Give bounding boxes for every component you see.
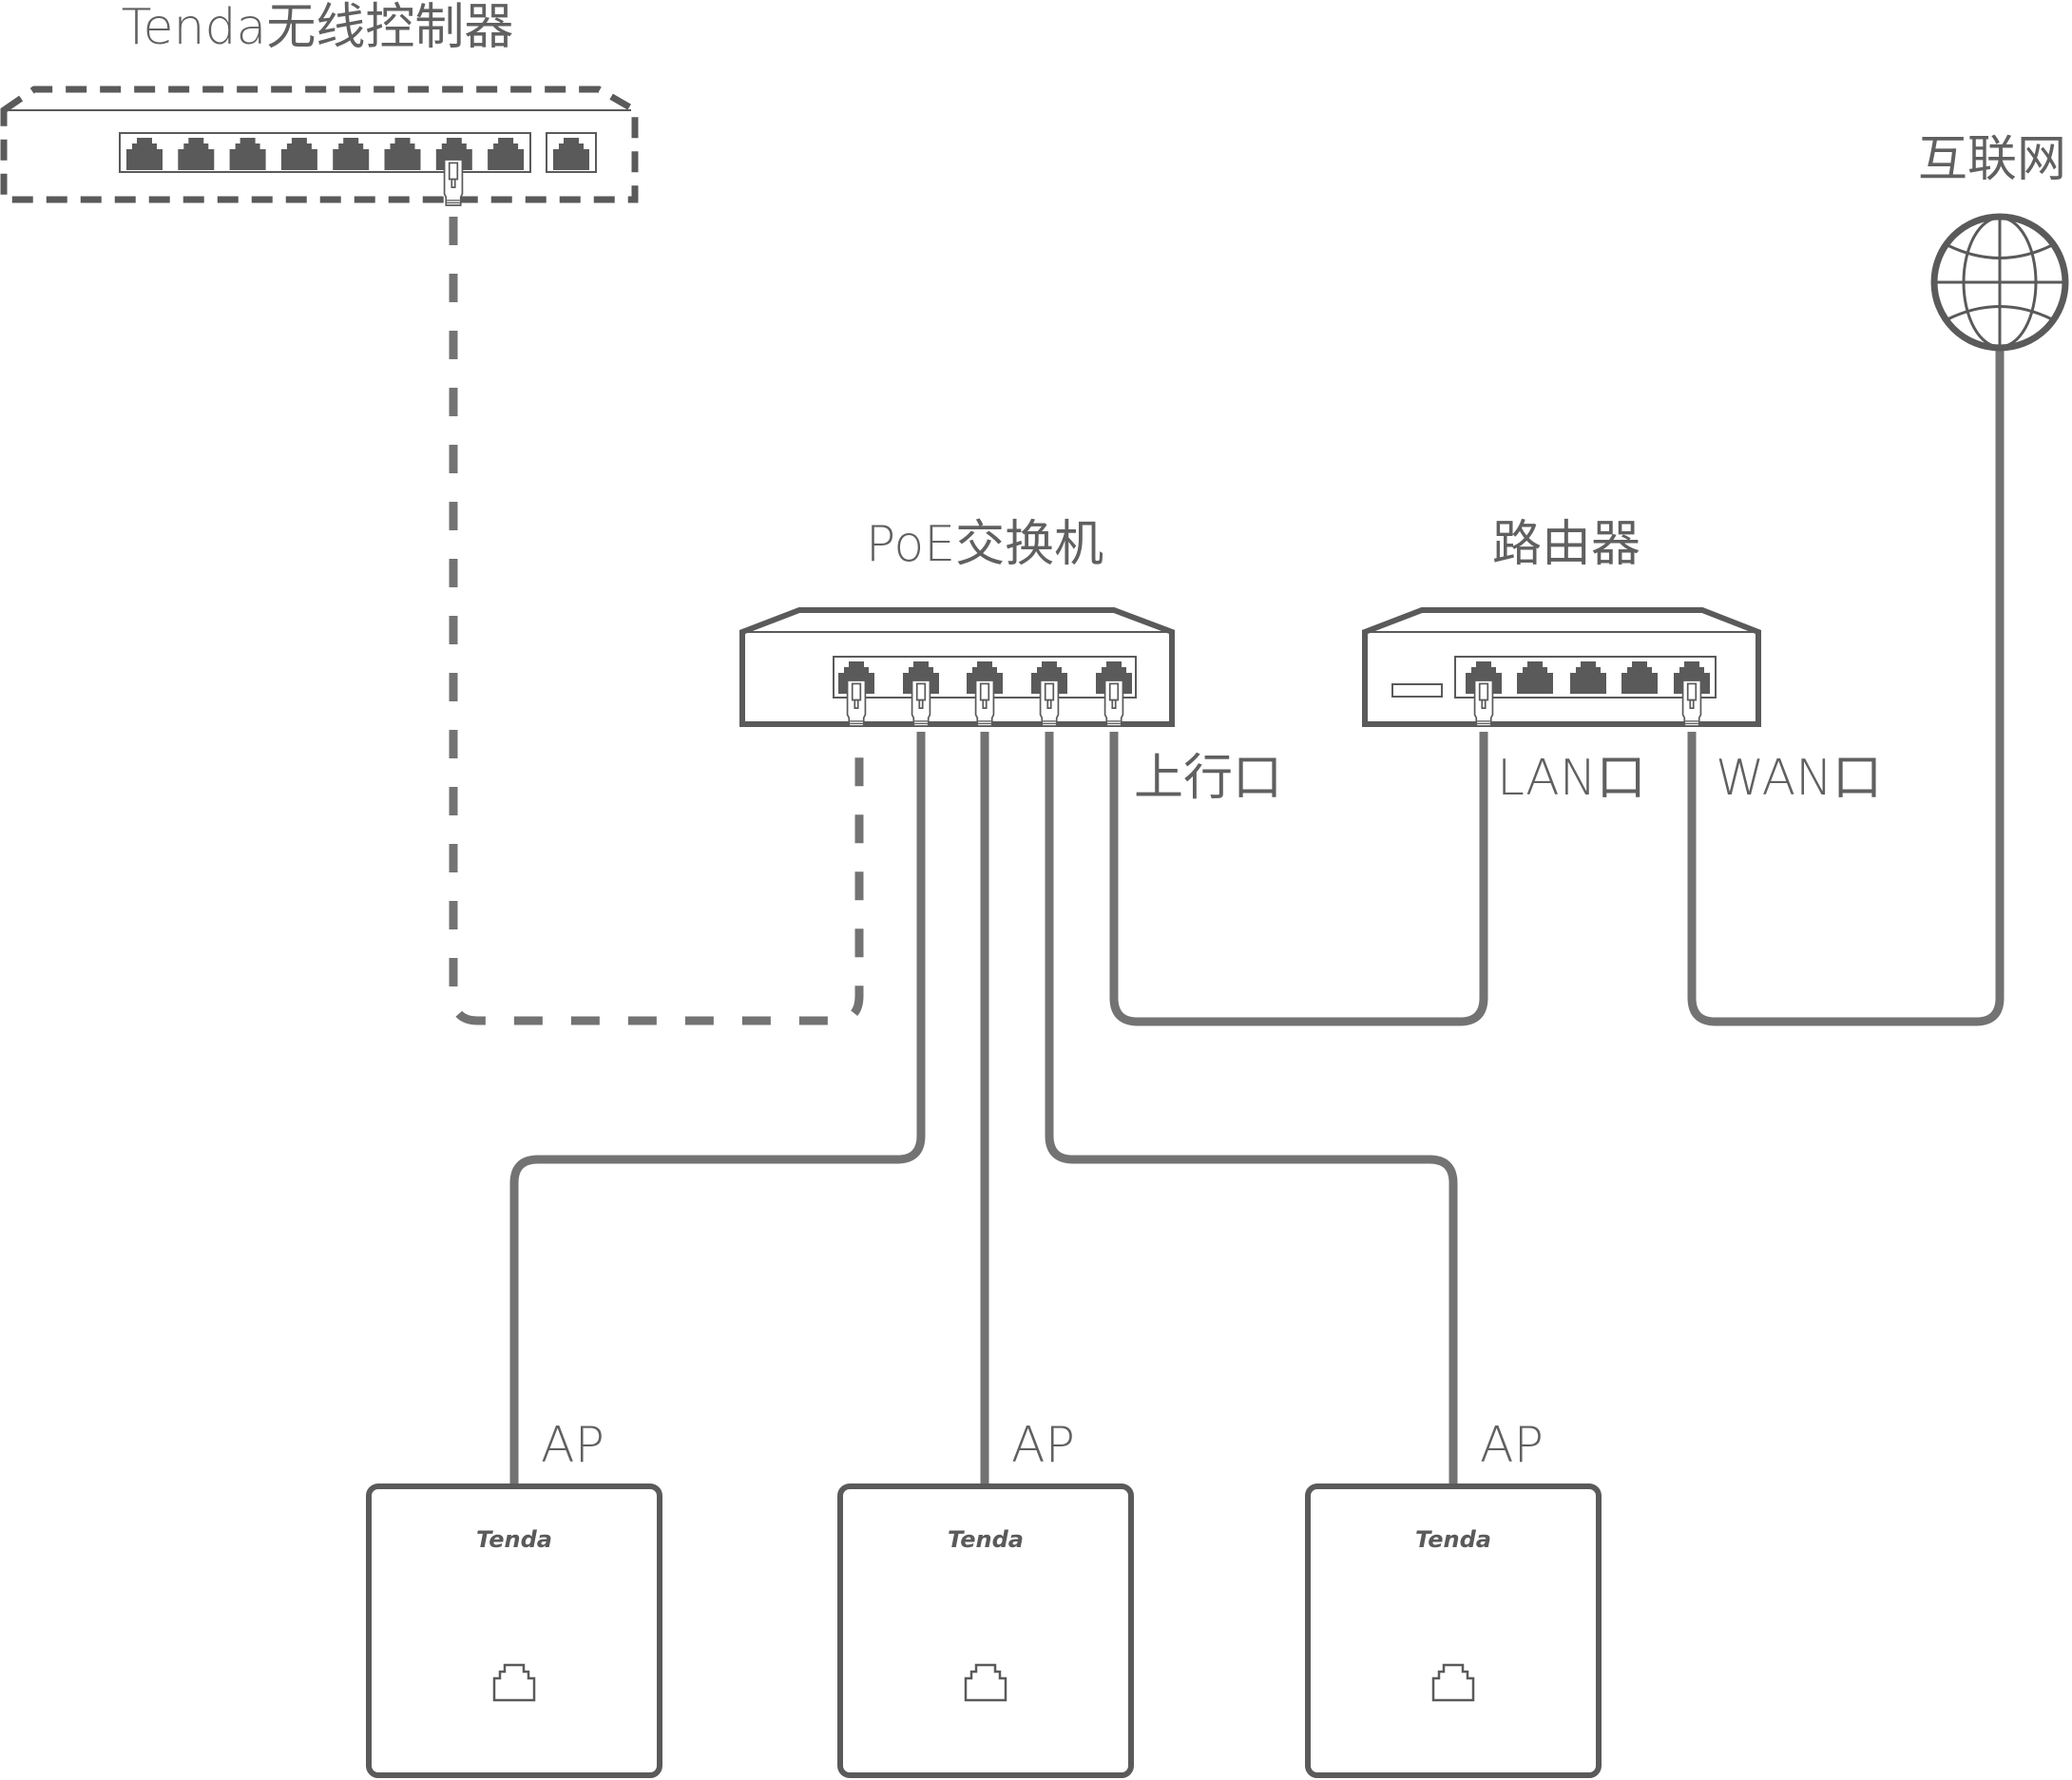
tenda-logo: Tenda xyxy=(1415,1526,1491,1553)
ethernet-port-icon xyxy=(178,138,215,170)
cable-plug-icon xyxy=(974,680,995,727)
cable-plug-icon xyxy=(1039,680,1060,727)
ap-label: AP xyxy=(1480,1417,1544,1474)
controller-plug-icon xyxy=(443,160,464,206)
access-point-1[interactable]: Tenda AP xyxy=(366,1417,662,1778)
ethernet-port-icon xyxy=(964,1663,1007,1702)
internet-label: 互联网 xyxy=(1918,131,2066,188)
router-wan-plug-icon xyxy=(1681,680,1702,727)
access-point-2[interactable]: Tenda AP xyxy=(837,1417,1134,1778)
ethernet-port-icon xyxy=(229,138,266,170)
controller-ports xyxy=(126,138,589,170)
uplink-port-label: 上行口 xyxy=(1134,750,1282,807)
ethernet-port-icon xyxy=(488,138,525,170)
router-label: 路由器 xyxy=(1492,516,1640,573)
ethernet-port-icon xyxy=(280,138,317,170)
ethernet-port-icon xyxy=(384,138,421,170)
ethernet-port-icon xyxy=(492,1663,536,1702)
ethernet-port-icon xyxy=(333,138,370,170)
cables xyxy=(449,217,2005,1486)
ap3-cable xyxy=(1045,732,1458,1486)
wireless-controller[interactable]: Tenda无线控制器 xyxy=(0,0,639,206)
ap-body xyxy=(366,1483,662,1778)
access-point-3[interactable]: Tenda AP xyxy=(1305,1417,1602,1778)
router[interactable]: 路由器 LAN口 WAN口 xyxy=(1362,516,1882,807)
poe-switch[interactable]: PoE交换机 上行口 xyxy=(739,516,1282,807)
controller-body-outline xyxy=(0,86,639,203)
ethernet-port-icon xyxy=(1431,1663,1475,1702)
tenda-logo: Tenda xyxy=(948,1526,1024,1553)
controller-extra-port-strip xyxy=(546,132,597,173)
controller-label: Tenda无线控制器 xyxy=(122,0,514,56)
internet[interactable]: 互联网 xyxy=(1918,131,2069,352)
ap-body xyxy=(1305,1483,1602,1778)
cable-plug-icon xyxy=(1103,680,1124,727)
router-port-strip xyxy=(1454,656,1717,699)
wan-port-label: WAN口 xyxy=(1716,750,1882,807)
tenda-logo: Tenda xyxy=(476,1526,552,1553)
router-lan-plug-icon xyxy=(1473,680,1494,727)
globe-icon xyxy=(1930,213,2069,352)
ap-label: AP xyxy=(541,1417,604,1474)
router-status-led xyxy=(1391,683,1443,698)
ap-label: AP xyxy=(1011,1417,1075,1474)
controller-port-strip xyxy=(119,132,531,173)
router-body xyxy=(1362,607,1761,727)
wan-cable xyxy=(1687,348,2005,1026)
ethernet-port-icon xyxy=(126,138,163,170)
lan-port-label: LAN口 xyxy=(1497,750,1646,807)
controller-link-dashed xyxy=(449,217,864,1025)
access-points: Tenda AP Tenda AP Tenda AP xyxy=(366,1417,1602,1778)
cable-plug-icon xyxy=(911,680,931,727)
uplink-cable xyxy=(1109,732,1488,1026)
ethernet-port-icon xyxy=(553,138,589,170)
ap-body xyxy=(837,1483,1134,1778)
poe-switch-label: PoE交换机 xyxy=(866,516,1103,573)
cable-plug-icon xyxy=(846,680,867,727)
ap1-cable xyxy=(509,732,926,1486)
